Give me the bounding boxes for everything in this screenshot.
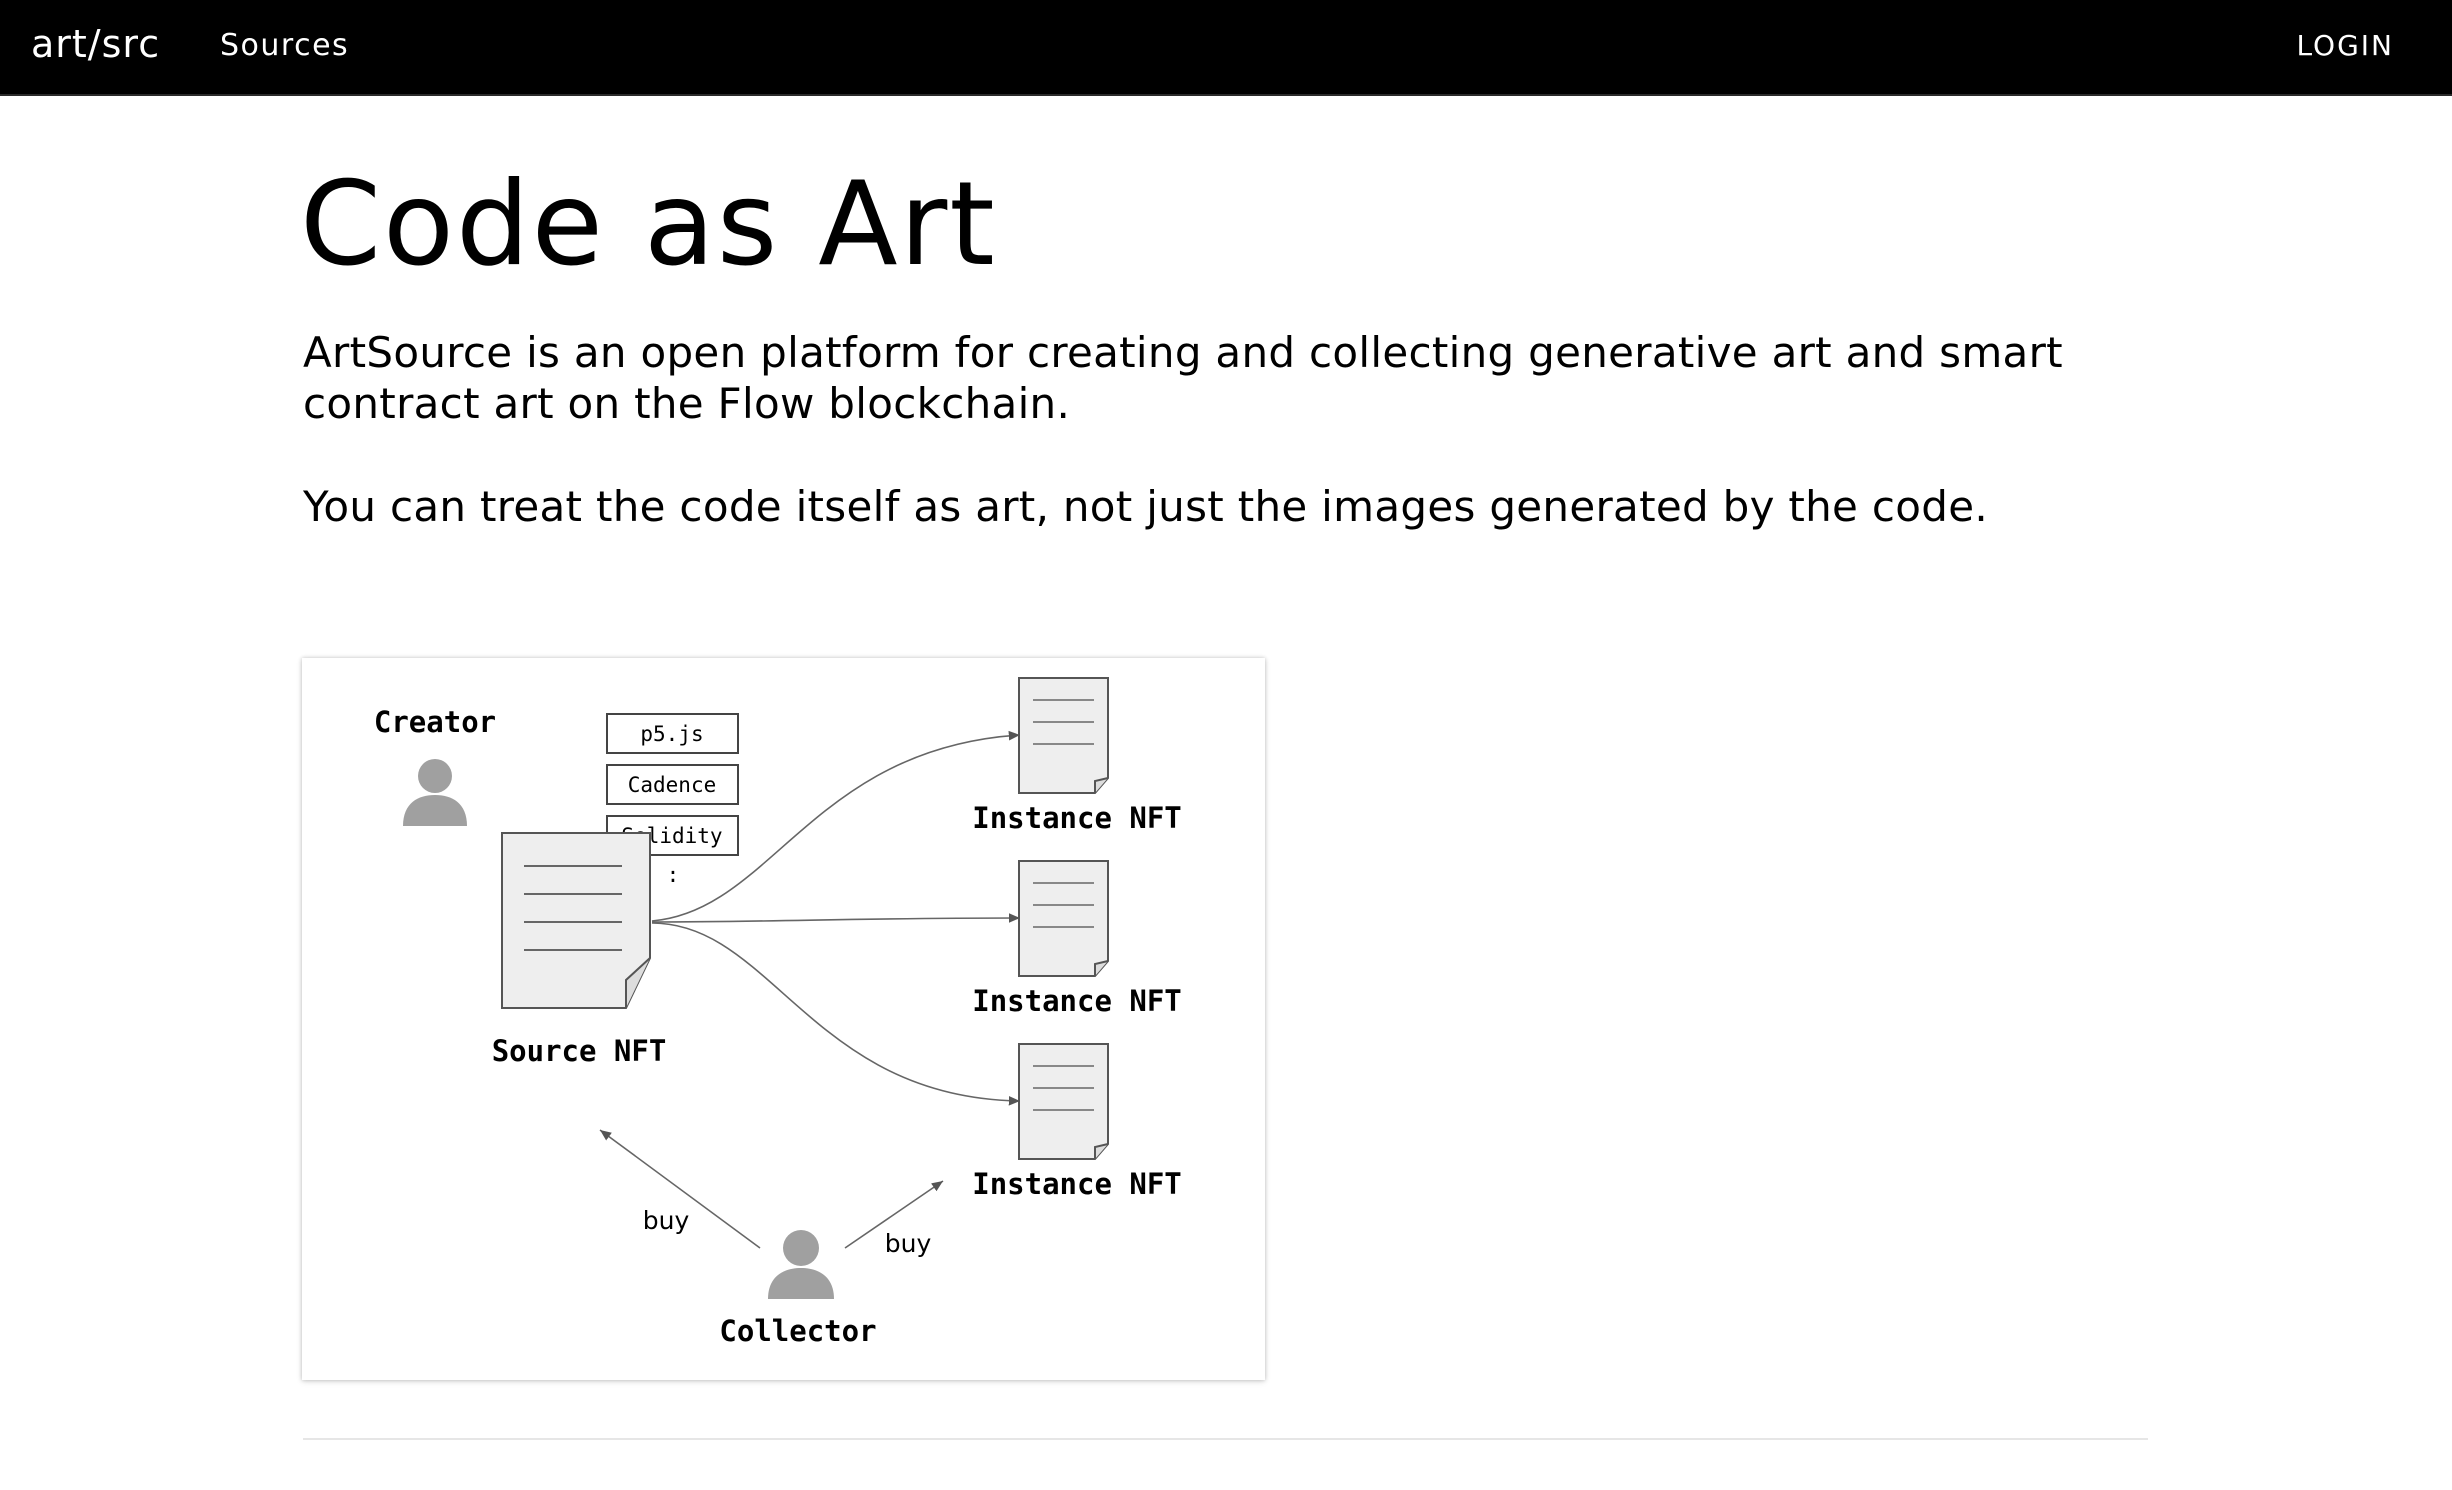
source-nft-label: Source NFT	[492, 1034, 667, 1068]
nav-sources-link[interactable]: Sources	[220, 28, 350, 63]
mint-arrows	[651, 730, 1021, 1106]
collector-person-icon	[768, 1230, 834, 1299]
creator-label: Creator	[374, 705, 496, 739]
buy-instance-label: buy	[885, 1229, 932, 1258]
brand-logo-link[interactable]: art/src	[31, 22, 161, 66]
instance-nft-document-icon	[1018, 860, 1109, 977]
instance-nft-label: Instance NFT	[972, 984, 1182, 1018]
creator-person-icon	[403, 759, 467, 826]
source-nft-document-icon	[501, 832, 651, 1009]
language-box-cadence: Cadence	[606, 764, 739, 805]
intro-paragraph: ArtSource is an open platform for creati…	[303, 328, 2063, 428]
code-as-art-diagram: Creator p5.js Cadence Solidity : So	[302, 658, 1265, 1380]
instance-nft-label: Instance NFT	[972, 1167, 1182, 1201]
instance-nft-label: Instance NFT	[972, 801, 1182, 835]
language-label: p5.js	[640, 722, 703, 746]
buy-source-label: buy	[643, 1206, 690, 1235]
code-as-art-paragraph: You can treat the code itself as art, no…	[303, 482, 1988, 531]
section-divider	[303, 1438, 2148, 1440]
buy-arrows	[599, 1129, 944, 1249]
top-navbar: art/src Sources LOGIN	[0, 0, 2452, 96]
language-box-p5js: p5.js	[606, 713, 739, 754]
instance-nft-document-icon	[1018, 677, 1109, 794]
instance-nft-document-icon	[1018, 1043, 1109, 1160]
language-label: Cadence	[628, 773, 717, 797]
more-languages-ellipsis: :	[667, 863, 680, 887]
collector-label: Collector	[719, 1314, 876, 1348]
login-link[interactable]: LOGIN	[2296, 29, 2394, 62]
page-title: Code as Art	[300, 157, 997, 292]
